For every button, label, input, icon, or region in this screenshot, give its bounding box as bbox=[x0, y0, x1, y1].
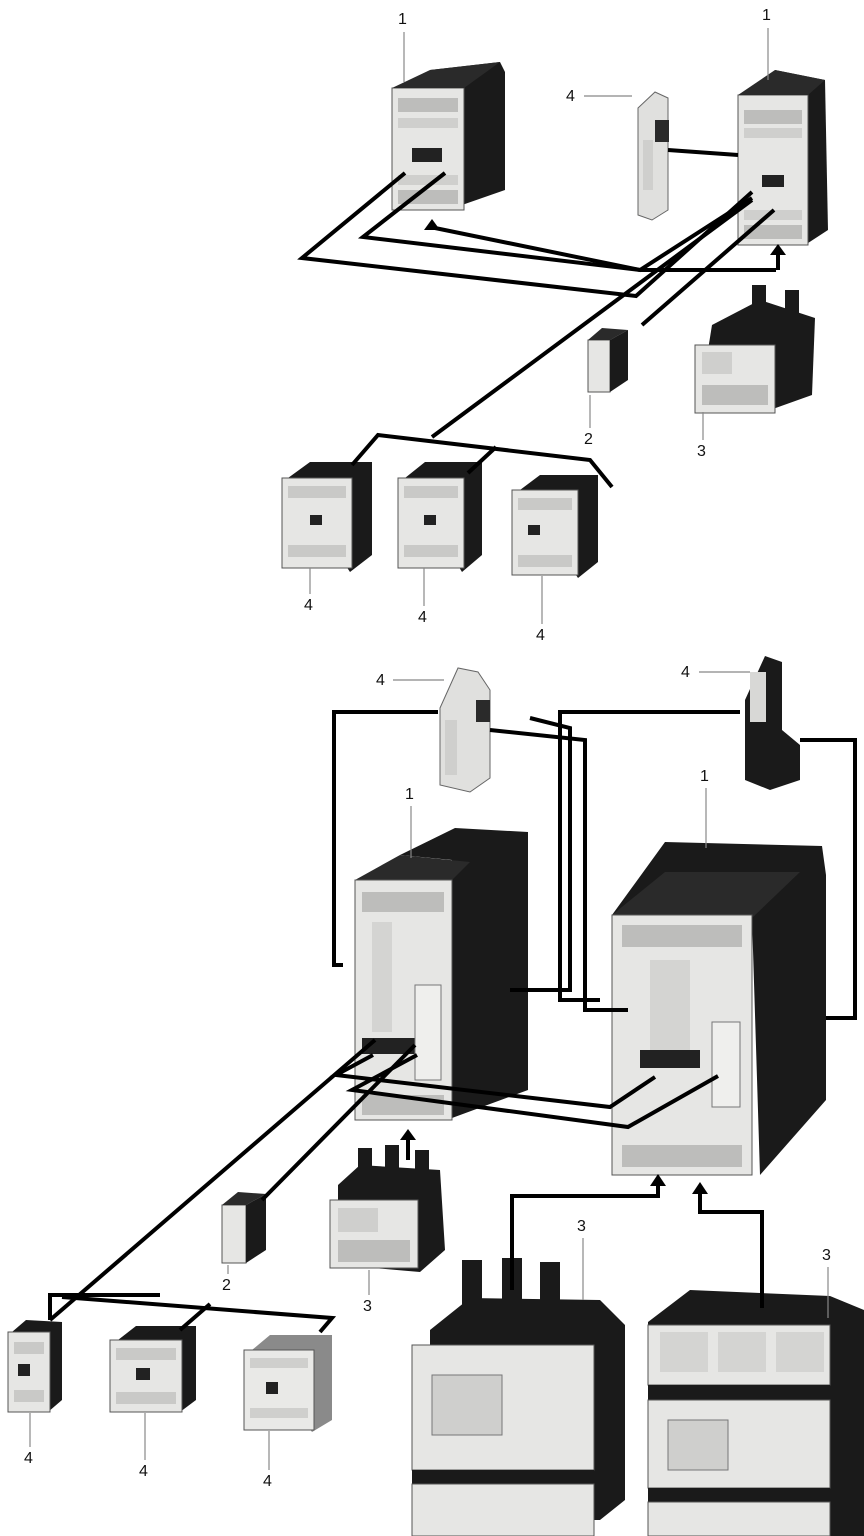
front-auxiliary-contact-top-3 bbox=[512, 475, 598, 578]
front-auxiliary-contact-top-1 bbox=[282, 462, 372, 572]
callout-label: 4 bbox=[376, 672, 385, 689]
callout-label: 4 bbox=[24, 1450, 33, 1467]
overload-relay-large-left bbox=[412, 1258, 625, 1536]
callout-label: 3 bbox=[363, 1298, 372, 1315]
callout-label: 4 bbox=[304, 597, 313, 614]
callout-label: 4 bbox=[536, 627, 545, 644]
suppressor-module-top bbox=[588, 328, 628, 392]
front-auxiliary-contact-bottom-2 bbox=[110, 1326, 196, 1412]
overload-relay-medium bbox=[330, 1145, 445, 1272]
callout-label: 4 bbox=[139, 1463, 148, 1480]
callout-label: 2 bbox=[584, 431, 593, 448]
side-auxiliary-contact-right bbox=[745, 656, 800, 790]
side-auxiliary-contact-left bbox=[440, 668, 490, 792]
contactor-small-right bbox=[738, 70, 828, 245]
contactor-small-left bbox=[392, 62, 505, 210]
callout-label: 4 bbox=[418, 609, 427, 626]
callout-label: 1 bbox=[762, 7, 771, 24]
callout-label: 3 bbox=[697, 443, 706, 460]
callout-label: 1 bbox=[398, 11, 407, 28]
connection-lines-top bbox=[302, 150, 786, 487]
callout-label: 3 bbox=[822, 1247, 831, 1264]
overload-relay-large-right bbox=[648, 1290, 864, 1536]
callout-label: 1 bbox=[405, 786, 414, 803]
callout-label: 4 bbox=[566, 88, 575, 105]
overload-relay-top bbox=[695, 285, 815, 413]
front-auxiliary-contact-top-2 bbox=[398, 462, 482, 572]
callout-label: 1 bbox=[700, 768, 709, 785]
callout-label: 2 bbox=[222, 1277, 231, 1294]
callout-label: 4 bbox=[681, 664, 690, 681]
side-auxiliary-contact-top bbox=[638, 92, 669, 220]
front-auxiliary-contact-bottom-1 bbox=[8, 1320, 62, 1412]
contactor-large bbox=[612, 842, 826, 1175]
suppressor-module-bottom bbox=[222, 1192, 266, 1263]
callout-label: 4 bbox=[263, 1473, 272, 1490]
callout-label: 3 bbox=[577, 1218, 586, 1235]
front-auxiliary-contact-bottom-3 bbox=[244, 1335, 332, 1432]
